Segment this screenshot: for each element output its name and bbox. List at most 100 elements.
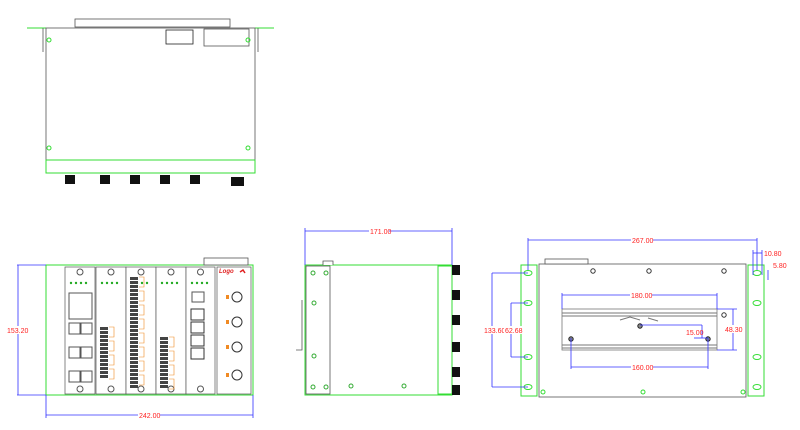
module-screw-icon [167, 268, 175, 276]
flange-slot [752, 384, 762, 390]
fiber-port-top [130, 175, 140, 184]
rj45-port [190, 334, 205, 347]
flange-width-label: 10.80 [764, 251, 782, 258]
terminal-pin [160, 373, 168, 376]
status-led [74, 281, 78, 285]
terminal-label [109, 368, 115, 380]
terminal-pin [130, 385, 138, 388]
terminal-pin [160, 377, 168, 380]
rj45-port [190, 308, 205, 321]
console-port [191, 291, 205, 303]
terminal-pin [100, 339, 108, 342]
m12-connector [231, 369, 243, 381]
status-led [175, 281, 179, 285]
terminal-pin [130, 361, 138, 364]
dim-screw-spacing: 160.00 [570, 338, 709, 372]
dim-rail-length: 180.00 [561, 291, 718, 309]
terminal-pin [100, 355, 108, 358]
terminal-pin [130, 365, 138, 368]
flange-slot [752, 270, 762, 276]
din-rail [561, 308, 718, 351]
terminal-pin [100, 363, 108, 366]
side-connector [452, 367, 460, 377]
terminal-label [139, 360, 145, 372]
top-front-strip [45, 159, 256, 174]
terminal-label [169, 336, 175, 348]
rear-screw [590, 268, 596, 274]
terminal-label [169, 378, 175, 390]
side-connector [452, 342, 460, 352]
side-connector [452, 385, 460, 395]
side-holes [310, 270, 407, 390]
status-led [170, 281, 174, 285]
terminal-pin [130, 313, 138, 316]
status-led [140, 281, 144, 285]
terminal-pin [100, 331, 108, 334]
front-body [45, 264, 254, 396]
terminal-pin [130, 293, 138, 296]
hole-inner-label: 62.68 [505, 328, 523, 335]
terminal-pin [160, 361, 168, 364]
terminal-pin [130, 349, 138, 352]
terminal-pin [130, 305, 138, 308]
status-led [165, 281, 169, 285]
m12-connector [231, 316, 243, 328]
module-screw-icon [107, 268, 115, 276]
rj45-port [68, 370, 81, 383]
mount-hole [245, 145, 251, 151]
din-clip [296, 300, 303, 351]
terminal-pin [130, 281, 138, 284]
top-connectors [65, 175, 244, 186]
status-led [190, 281, 194, 285]
terminal-pin [130, 373, 138, 376]
terminal-pin [160, 341, 168, 344]
terminal-label [109, 354, 115, 366]
fiber-port-top [100, 175, 110, 184]
terminal-label [139, 318, 145, 330]
rear-foot-hole [540, 389, 546, 395]
terminal-pin [160, 353, 168, 356]
status-led [205, 281, 209, 285]
side-connector [452, 290, 460, 300]
terminal-pin [130, 297, 138, 300]
terminal-pin [130, 345, 138, 348]
front-height-label: 153.20 [7, 328, 29, 335]
terminal-pin [130, 301, 138, 304]
rear-flange-right [747, 264, 765, 397]
side-hole [311, 353, 317, 359]
terminal-block [165, 29, 194, 45]
rj45-port [80, 346, 93, 359]
fiber-port-top [160, 175, 170, 184]
side-bracket [305, 265, 331, 395]
terminal-pin [130, 337, 138, 340]
terminal-label [139, 276, 145, 288]
rj45-port [190, 347, 205, 360]
terminal-pin [100, 347, 108, 350]
status-led [79, 281, 83, 285]
terminal-label [139, 346, 145, 358]
status-led [110, 281, 114, 285]
rj45-port [80, 370, 93, 383]
rear-flange-left [520, 264, 538, 397]
terminal-pin [130, 321, 138, 324]
rear-width-label: 267.00 [632, 238, 654, 245]
status-led [145, 281, 149, 285]
fiber-port-top [190, 175, 200, 184]
screw-spacing-label: 160.00 [632, 365, 654, 372]
terminal-pin [130, 381, 138, 384]
m12-connector [231, 341, 243, 353]
module-screw-icon [197, 385, 204, 393]
side-hole [310, 384, 316, 390]
top-mount-holes [46, 37, 251, 151]
power-connector-top [231, 177, 244, 186]
front-modules [64, 266, 252, 395]
module-screw-icon [76, 268, 84, 276]
rear-foot-hole [740, 389, 746, 395]
status-led [69, 281, 73, 285]
terminal-pin [130, 285, 138, 288]
rj45-port [68, 322, 81, 335]
top-view [27, 18, 274, 186]
terminal-pin [100, 335, 108, 338]
top-rail [74, 18, 231, 28]
